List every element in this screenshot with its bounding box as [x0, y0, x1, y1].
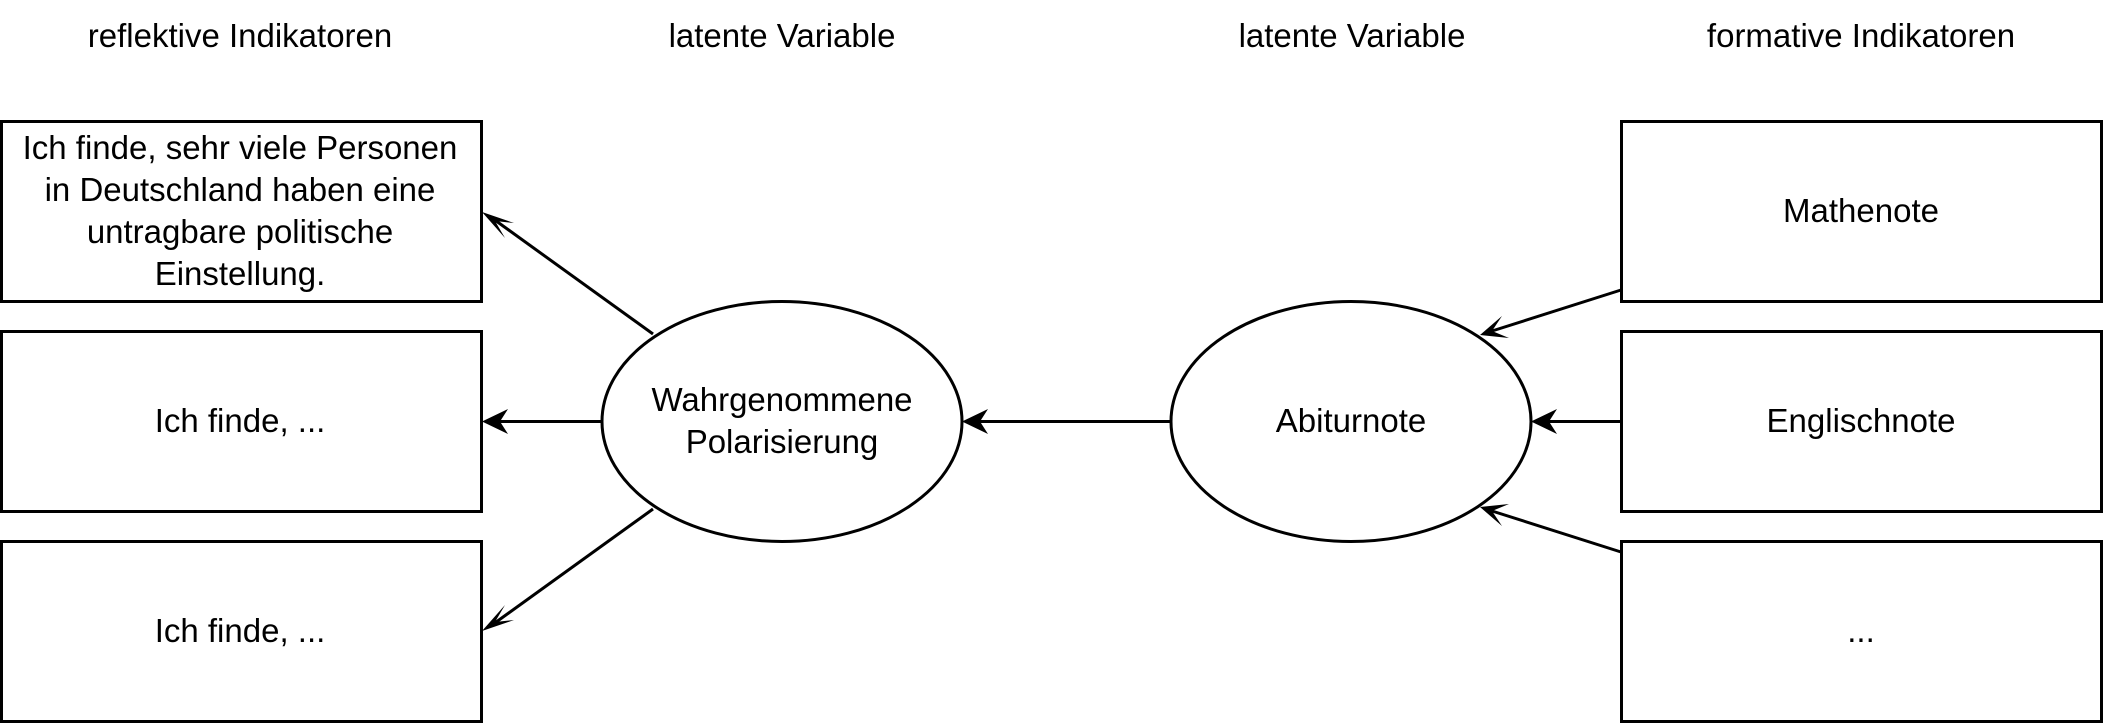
- header-reflective-indicators: reflektive Indikatoren: [87, 17, 393, 54]
- arrow-formative-2-to-abitur: [1531, 409, 1621, 434]
- header-latent-variable-right: latente Variable: [1238, 17, 1466, 54]
- arrow-abitur-to-polarization: [962, 409, 1171, 434]
- reflective-indicator-label-3: Ich finde, ...: [154, 612, 326, 649]
- arrow-polarization-to-reflective-3: [482, 507, 654, 631]
- reflective-indicator-label-1: Ich finde, sehr viele Personen in Deutsc…: [22, 129, 458, 292]
- latent-variable-polarization-label: Wahrgenommene Polarisierung: [651, 381, 913, 460]
- formative-indicator-box-1: [1620, 120, 2103, 303]
- header-latent-variable-left: latente Variable: [668, 17, 896, 54]
- reflective-indicator-box-3: [0, 540, 483, 723]
- formative-indicator-label-3: ...: [1847, 612, 1875, 649]
- formative-indicator-label-2: Englischnote: [1766, 402, 1956, 439]
- formative-indicator-box-2: [1620, 330, 2103, 513]
- arrow-polarization-to-reflective-1: [482, 212, 654, 336]
- arrow-formative-3-to-abitur: [1480, 504, 1622, 554]
- formative-indicator-box-3: [1620, 540, 2103, 723]
- reflective-indicator-box-2: [0, 330, 483, 513]
- arrow-polarization-to-reflective-2: [482, 409, 602, 434]
- latent-variable-abitur-label: Abiturnote: [1275, 402, 1427, 439]
- arrow-formative-1-to-abitur: [1480, 288, 1622, 338]
- formative-indicator-label-1: Mathenote: [1783, 192, 1939, 229]
- reflective-indicator-box-1: [0, 120, 483, 303]
- header-formative-indicators: formative Indikatoren: [1706, 17, 2016, 54]
- reflective-indicator-label-2: Ich finde, ...: [154, 402, 326, 439]
